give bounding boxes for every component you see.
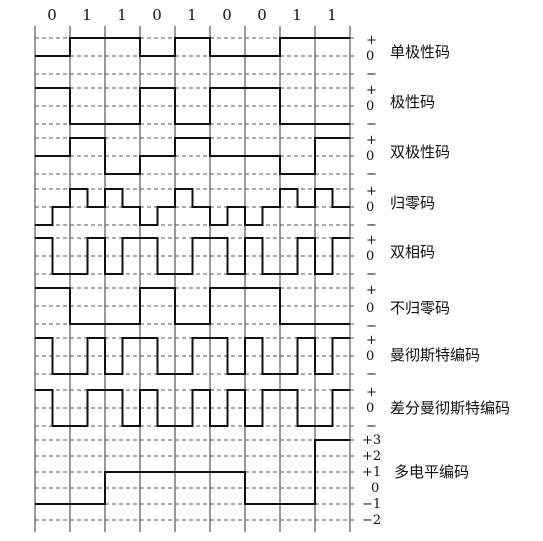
bit-label: 0 <box>257 6 267 24</box>
code-name: 曼彻斯特编码 <box>390 346 480 364</box>
level-plus1: +1 <box>362 465 381 480</box>
level-plus: + <box>366 233 377 248</box>
level-zero: 0 <box>366 99 374 114</box>
bit-label: 1 <box>187 6 197 24</box>
rz-waveform <box>35 188 350 226</box>
row-rz: + 0 − 归零码 <box>366 184 435 233</box>
level-plus: + <box>366 333 377 348</box>
level-reference-lines <box>35 37 356 521</box>
level-minus: − <box>366 218 377 233</box>
code-name: 极性码 <box>390 93 435 111</box>
row-diff-manchester: + 0 − 差分曼彻斯特编码 <box>366 385 510 434</box>
bit-label: 1 <box>292 6 302 24</box>
row-unipolar: + 0 − 单极性码 <box>366 33 450 82</box>
level-zero: 0 <box>366 249 374 264</box>
code-name: 多电平编码 <box>394 463 469 481</box>
level-minus: − <box>366 117 377 132</box>
level-plus: + <box>366 283 377 298</box>
manchester-waveform <box>35 337 350 375</box>
level-zero: 0 <box>366 200 374 215</box>
bit-label: 1 <box>117 6 127 24</box>
level-plus: + <box>366 184 377 199</box>
level-minus: − <box>366 419 377 434</box>
code-name: 不归零码 <box>390 299 450 317</box>
bit-label: 0 <box>152 6 162 24</box>
code-name: 单极性码 <box>390 43 450 61</box>
bipolar-waveform <box>35 137 350 175</box>
row-bipolar: + 0 − 双极性码 <box>366 133 450 182</box>
polar-waveform <box>35 87 350 125</box>
nrz-waveform <box>35 287 350 325</box>
bit-labels: 0 1 1 0 1 0 0 1 1 <box>47 6 337 24</box>
level-plus: + <box>366 385 377 400</box>
level-minus: − <box>366 319 377 334</box>
level-minus: − <box>366 67 377 82</box>
row-manchester: + 0 − 曼彻斯特编码 <box>366 333 480 382</box>
row-polar: + 0 − 极性码 <box>366 83 435 132</box>
level-plus3: +3 <box>362 433 381 448</box>
bit-label: 1 <box>327 6 337 24</box>
level-minus: − <box>366 267 377 282</box>
bit-label: 1 <box>82 6 92 24</box>
level-plus: + <box>366 83 377 98</box>
code-name: 双极性码 <box>390 143 450 161</box>
level-zero: 0 <box>366 401 374 416</box>
level-minus1: −1 <box>362 497 381 512</box>
biphase-waveform <box>35 237 350 275</box>
row-nrz: + 0 − 不归零码 <box>366 283 450 334</box>
row-biphase: + 0 − 双相码 <box>366 233 435 282</box>
code-name: 双相码 <box>390 243 435 261</box>
bit-label: 0 <box>47 6 57 24</box>
level-minus: − <box>366 167 377 182</box>
level-zero: 0 <box>366 49 374 64</box>
level-minus: − <box>366 367 377 382</box>
level-zero: 0 <box>366 149 374 164</box>
diff-manchester-waveform <box>35 389 350 427</box>
level-plus2: +2 <box>362 449 381 464</box>
level-zero: 0 <box>366 301 374 316</box>
code-name: 差分曼彻斯特编码 <box>390 399 510 417</box>
multilevel-waveform <box>35 439 350 505</box>
bit-label: 0 <box>222 6 232 24</box>
level-zero: 0 <box>366 349 374 364</box>
row-multilevel: +3 +2 +1 0 −1 −2 多电平编码 <box>362 433 469 528</box>
level-plus: + <box>366 33 377 48</box>
code-name: 归零码 <box>390 194 435 212</box>
waveforms <box>35 37 350 505</box>
level-plus: + <box>366 133 377 148</box>
unipolar-waveform <box>35 37 350 57</box>
level-zero: 0 <box>371 481 379 496</box>
row-labels: + 0 − 单极性码 + 0 − 极性码 + 0 − 双极性码 + 0 − 归零… <box>362 33 510 528</box>
level-minus2: −2 <box>362 513 381 528</box>
